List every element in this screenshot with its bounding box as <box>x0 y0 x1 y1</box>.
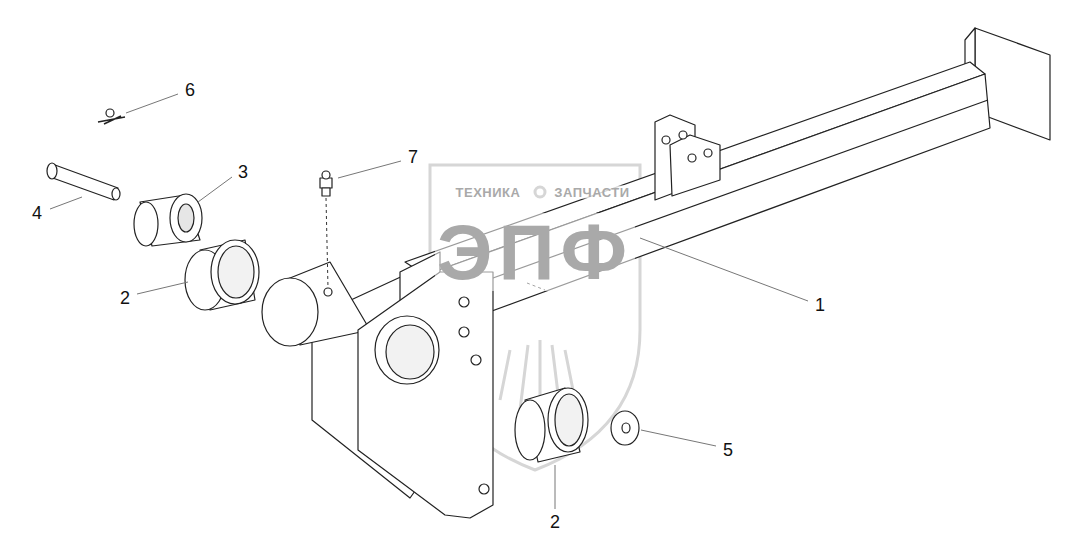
callout-number: 6 <box>183 80 197 100</box>
pin <box>50 165 118 200</box>
leader-lines <box>50 94 808 509</box>
watermark-text: ТЕХНИКА <box>454 186 523 199</box>
callout-number: 2 <box>548 512 562 532</box>
bushing <box>548 388 588 452</box>
callout-number: 3 <box>236 162 250 182</box>
top-bracket <box>670 135 720 196</box>
callout-number: 4 <box>30 203 44 223</box>
callout-number: 1 <box>813 295 827 315</box>
callout-number: 2 <box>118 288 132 308</box>
front-plate <box>358 272 493 518</box>
callout-number: 7 <box>406 147 420 167</box>
bushing <box>170 194 202 242</box>
washer <box>611 411 639 445</box>
bushing <box>211 240 259 304</box>
watermark-text: ЗАПЧАСТИ <box>552 186 631 199</box>
beam-front <box>425 74 990 330</box>
callout-number: 5 <box>721 440 735 460</box>
watermark-logo: ЭПФ <box>435 213 635 291</box>
